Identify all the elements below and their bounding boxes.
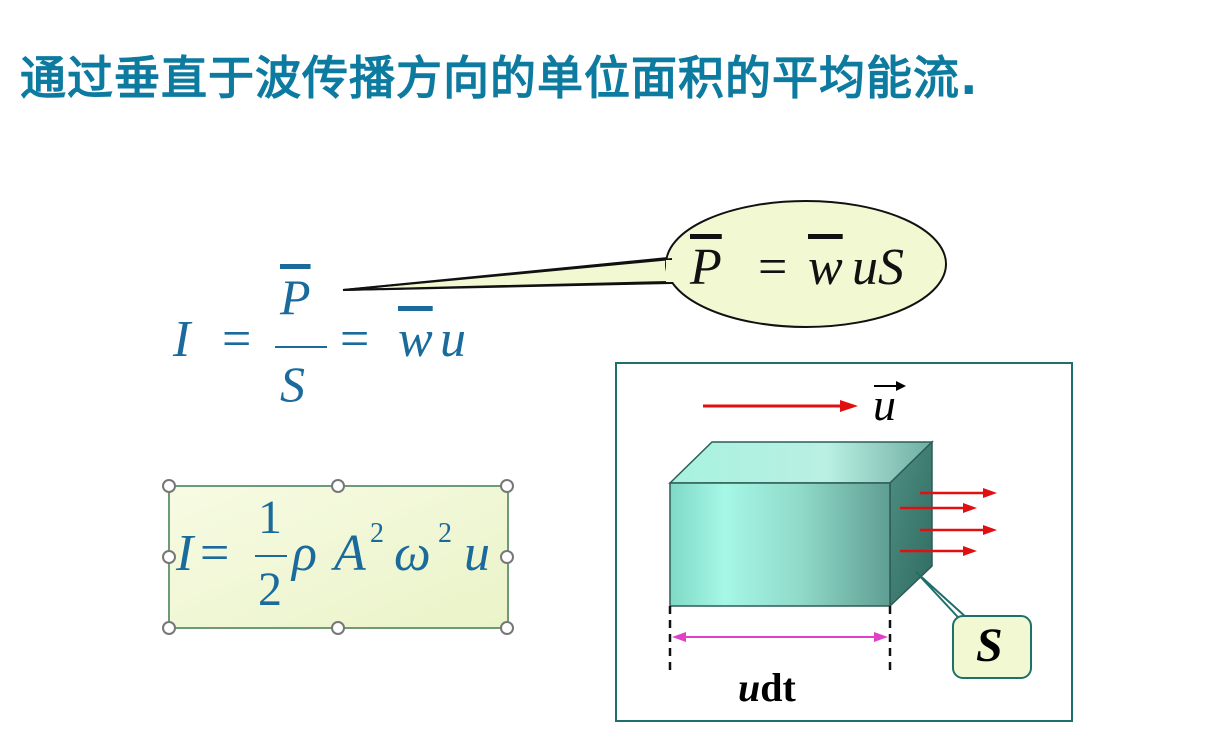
wave-volume-diagram — [615, 362, 1073, 722]
box-exp-1: 2 — [370, 518, 384, 549]
formula-denominator-S: S — [280, 356, 305, 412]
box-A: A — [334, 525, 366, 582]
box-rho: ρ — [292, 525, 317, 582]
fraction-bar — [275, 346, 327, 348]
callout-uS: uS — [852, 239, 904, 296]
box-equals: = — [200, 525, 230, 582]
box-u: u — [464, 525, 490, 582]
length-label-dt: dt — [760, 665, 796, 710]
velocity-label: u — [873, 379, 896, 430]
area-label-callout — [915, 571, 1032, 679]
velocity-arrow — [703, 400, 858, 412]
area-label-S: S — [976, 619, 1003, 672]
box-exp-2: 2 — [438, 518, 452, 549]
callout-equals: = — [758, 239, 788, 296]
box-denominator-2: 2 — [258, 563, 282, 616]
volume-box — [668, 440, 934, 608]
box-fraction-bar — [255, 555, 287, 557]
vector-arrow-over-u — [874, 381, 906, 391]
box-omega: ω — [394, 525, 431, 582]
formula-w-bar: w — [398, 311, 433, 368]
formula-equals-2: = — [340, 311, 370, 368]
formula-numerator-P: P — [280, 269, 311, 325]
callout-w-bar: w — [808, 239, 843, 296]
length-dimension — [668, 606, 892, 672]
box-front-face — [669, 482, 891, 607]
box-numerator-1: 1 — [258, 491, 282, 544]
page-title: 通过垂直于波传播方向的单位面积的平均能流. — [20, 51, 979, 105]
box-lhs-I: I — [176, 525, 194, 582]
formula-u: u — [440, 311, 466, 368]
formula-equals-1: = — [222, 311, 252, 368]
length-label-u: u — [738, 665, 761, 710]
energy-flow-arrows — [900, 491, 985, 553]
length-label: udt — [738, 664, 796, 711]
callout-P: P — [690, 239, 722, 296]
formula-lhs-I: I — [173, 311, 191, 368]
box-top-face — [668, 441, 934, 484]
